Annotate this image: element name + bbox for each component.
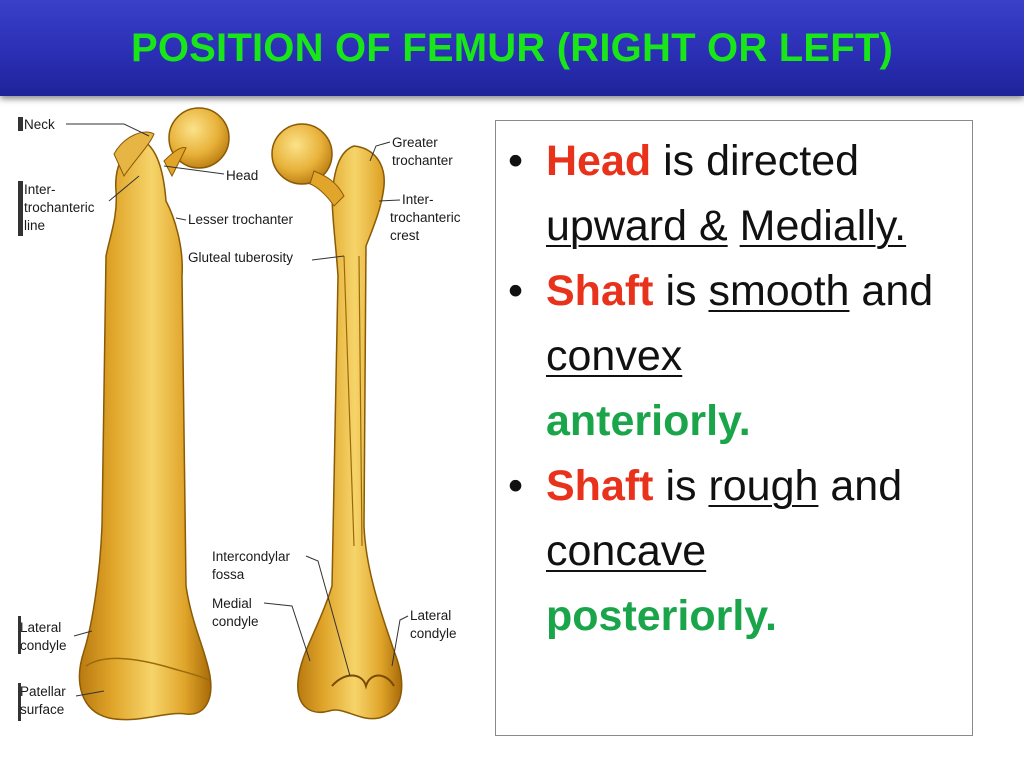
svg-text:Medial: Medial: [212, 596, 252, 611]
bullet-head: • Head is directed upward & Medially.: [506, 129, 966, 259]
femur-anterior: [78, 107, 230, 721]
emphasis: posteriorly.: [546, 592, 777, 640]
keyword: Shaft: [546, 462, 654, 510]
svg-text:fossa: fossa: [212, 567, 245, 582]
bullet-marker: •: [508, 267, 524, 315]
label-neck: Neck: [24, 117, 55, 132]
svg-text:trochanteric: trochanteric: [390, 210, 461, 225]
label-lesser-trochanter: Lesser trochanter: [188, 212, 294, 227]
underlined-term: concave: [546, 527, 707, 575]
svg-text:Inter-: Inter-: [402, 192, 434, 207]
keyword: Head: [546, 137, 652, 185]
svg-text:Lateral: Lateral: [20, 620, 61, 635]
svg-text:surface: surface: [20, 702, 64, 717]
svg-text:condyle: condyle: [212, 614, 259, 629]
underlined-term: convex: [546, 332, 683, 380]
svg-text:Patellar: Patellar: [20, 684, 66, 699]
svg-text:Intercondylar: Intercondylar: [212, 549, 291, 564]
keyword: Shaft: [546, 267, 654, 315]
emphasis: anteriorly.: [546, 397, 751, 445]
svg-text:crest: crest: [390, 228, 420, 243]
svg-text:trochanter: trochanter: [392, 153, 453, 168]
femur-illustration: Neck Inter- trochanteric line Head Lesse…: [14, 106, 484, 726]
description-box: • Head is directed upward & Medially. • …: [495, 120, 973, 736]
bullet-marker: •: [508, 137, 524, 185]
femur-posterior: [271, 123, 403, 720]
underlined-term: Medially.: [739, 202, 907, 250]
svg-text:trochanteric: trochanteric: [24, 200, 95, 215]
bullet-marker: •: [508, 462, 524, 510]
underlined-term: rough: [708, 462, 819, 510]
page-title: POSITION OF FEMUR (RIGHT OR LEFT): [130, 26, 894, 70]
svg-text:condyle: condyle: [410, 626, 457, 641]
svg-text:Lateral: Lateral: [410, 608, 451, 623]
svg-text:Inter-: Inter-: [24, 182, 56, 197]
right-labels: Greater trochanter Inter- trochanteric c…: [212, 135, 461, 677]
label-gluteal-tuberosity: Gluteal tuberosity: [188, 250, 293, 265]
svg-text:Greater: Greater: [392, 135, 438, 150]
underlined-term: smooth: [708, 267, 850, 315]
left-labels: Neck Inter- trochanteric line Head Lesse…: [18, 117, 345, 721]
svg-text:condyle: condyle: [20, 638, 67, 653]
bullet-list: • Head is directed upward & Medially. • …: [506, 129, 966, 649]
svg-text:line: line: [24, 218, 45, 233]
title-bar: POSITION OF FEMUR (RIGHT OR LEFT): [0, 0, 1024, 96]
underlined-term: upward &: [546, 202, 728, 250]
label-head: Head: [226, 168, 258, 183]
